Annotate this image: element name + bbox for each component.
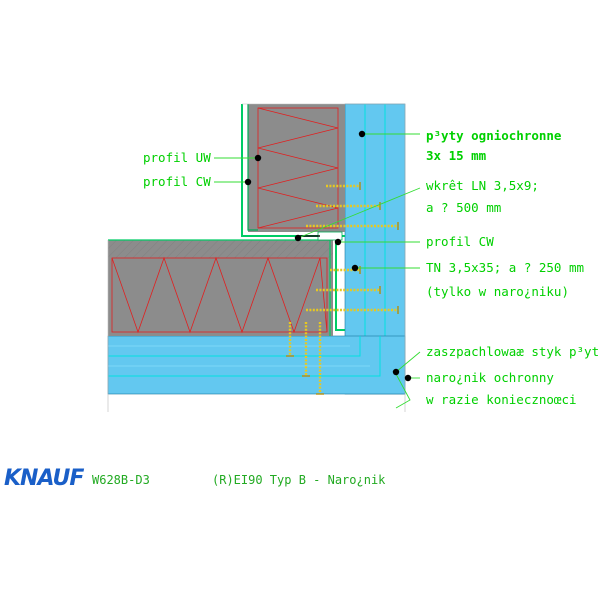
label-profil-cw-left: profil CW: [143, 174, 211, 189]
label-fire-boards: p³yty ogniochronne: [426, 128, 562, 143]
label-corner-bead-note: w razie koniecznoœci: [426, 392, 577, 407]
label-corner-bead: naro¿nik ochronny: [426, 370, 554, 385]
drawing-code: W628B-D3: [92, 473, 150, 487]
leader-lines: [214, 133, 421, 409]
leader-dots: [244, 130, 412, 382]
steel-profiles: [108, 104, 345, 336]
label-screw-tn-note: (tylko w naro¿niku): [426, 284, 569, 299]
horizontal-board-layers: [107, 335, 406, 395]
label-fire-boards-thickness: 3x 15 mm: [426, 148, 487, 163]
drawing-title: (R)EI90 Typ B - Naro¿nik: [212, 473, 386, 487]
label-screw-ln-spacing: a ? 500 mm: [426, 200, 501, 215]
extension-lines: [107, 103, 406, 412]
label-profil-cw-right: profil CW: [426, 234, 494, 249]
label-screw-tn: TN 3,5x35; a ? 250 mm: [426, 260, 584, 275]
label-profil-uw: profil UW: [143, 150, 211, 165]
footer: KNAUF W628B-D3 (R)EI90 Typ B - Naro¿nik: [4, 462, 386, 491]
label-joint-filling: zaszpachlowaæ styk p³yt: [426, 344, 599, 359]
knauf-logo: KNAUF: [4, 466, 84, 491]
screws: [286, 182, 399, 395]
label-screw-ln: wkrêt LN 3,5x9;: [426, 178, 539, 193]
insulation-vertical: [248, 104, 345, 232]
insulation-horizontal: [108, 240, 333, 336]
